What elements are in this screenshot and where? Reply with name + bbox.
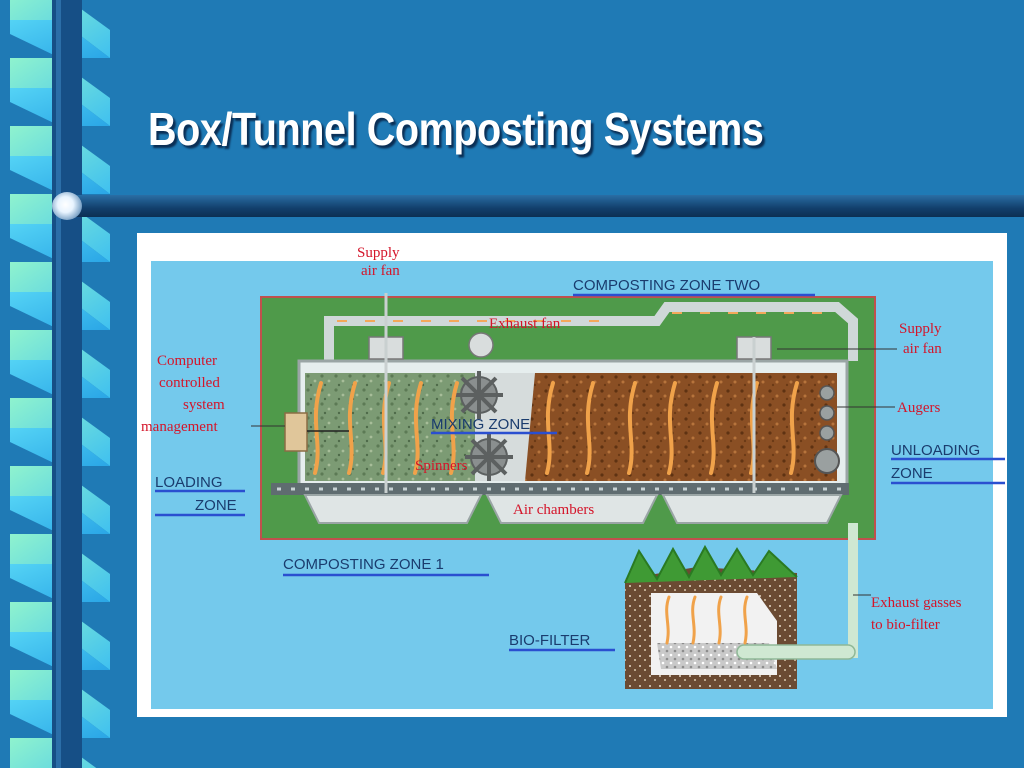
air-chambers bbox=[303, 494, 843, 524]
composting-zone-one-label: COMPOSTING ZONE 1 bbox=[283, 556, 444, 573]
supply-fan-right-label-line2: air fan bbox=[903, 341, 942, 357]
brown-compost bbox=[525, 373, 837, 481]
green-compost bbox=[305, 373, 475, 481]
exhaust-fan-icon bbox=[468, 332, 494, 358]
exhaust-gasses-label-line1: Exhaust gasses bbox=[871, 595, 962, 611]
loading-zone-label-line1: LOADING bbox=[155, 474, 223, 491]
computer-label-line4: management bbox=[141, 419, 218, 435]
composting-zone-two-label: COMPOSTING ZONE TWO bbox=[573, 277, 760, 294]
computer-label-line1: Computer bbox=[157, 353, 217, 369]
unloading-zone-label-line2: ZONE bbox=[891, 465, 933, 482]
air-chambers-label: Air chambers bbox=[513, 502, 594, 518]
augers-label: Augers bbox=[897, 400, 940, 416]
decorative-ribbon bbox=[0, 0, 120, 768]
loading-zone-label-line2: ZONE bbox=[195, 497, 237, 514]
exhaust-gasses-label-line2: to bio-filter bbox=[871, 617, 940, 633]
spinners-label: Spinners bbox=[415, 458, 468, 474]
slide-title: Box/Tunnel Composting Systems bbox=[148, 103, 764, 155]
unloading-zone-label-line1: UNLOADING bbox=[891, 442, 980, 459]
composting-diagram-svg: COMPOSTING ZONE TWO MIXING ZONE LOADING … bbox=[141, 245, 1005, 709]
composting-diagram: COMPOSTING ZONE TWO MIXING ZONE LOADING … bbox=[137, 233, 1007, 717]
mixing-zone-label: MIXING ZONE bbox=[431, 416, 530, 433]
computer-panel bbox=[284, 412, 308, 452]
supply-fan-left-label-line1: Supply bbox=[357, 245, 400, 261]
divider-orb bbox=[52, 192, 82, 220]
supply-fan-right-label-line1: Supply bbox=[899, 321, 942, 337]
computer-label-line3: system bbox=[183, 397, 225, 413]
supply-fan-left-label-line2: air fan bbox=[361, 263, 400, 279]
bio-filter-pipe bbox=[736, 644, 856, 660]
air-duct bbox=[324, 302, 858, 453]
augers-icon bbox=[814, 385, 840, 474]
spinner-gear-top bbox=[455, 371, 503, 419]
bio-filter-label: BIO-FILTER bbox=[509, 632, 591, 649]
exhaust-fan-label: Exhaust fan bbox=[489, 316, 561, 332]
computer-label-line2: controlled bbox=[159, 375, 220, 391]
bio-filter-box bbox=[624, 544, 798, 689]
spinner-gear-bottom bbox=[465, 433, 513, 481]
title-divider-bar bbox=[60, 195, 1024, 217]
